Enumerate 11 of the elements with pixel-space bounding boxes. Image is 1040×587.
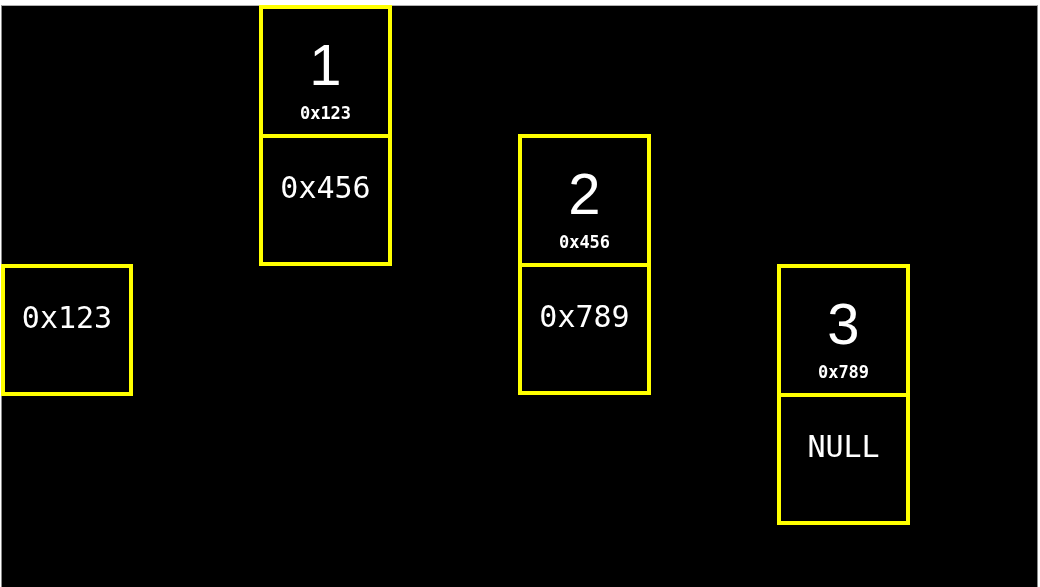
address-label: 0x789	[817, 362, 870, 382]
pointer-value: 0x123	[21, 301, 113, 335]
node-value: 3	[827, 294, 860, 354]
node-value: 2	[568, 164, 601, 224]
pointer-value: 0x789	[539, 300, 630, 334]
pointer-value: NULL	[807, 430, 880, 464]
pointer-box	[1, 264, 133, 396]
address-label: 0x123	[299, 103, 352, 123]
pointer-value: 0x456	[280, 171, 371, 205]
address-label: 0x456	[558, 232, 611, 252]
node-value: 1	[309, 35, 342, 95]
